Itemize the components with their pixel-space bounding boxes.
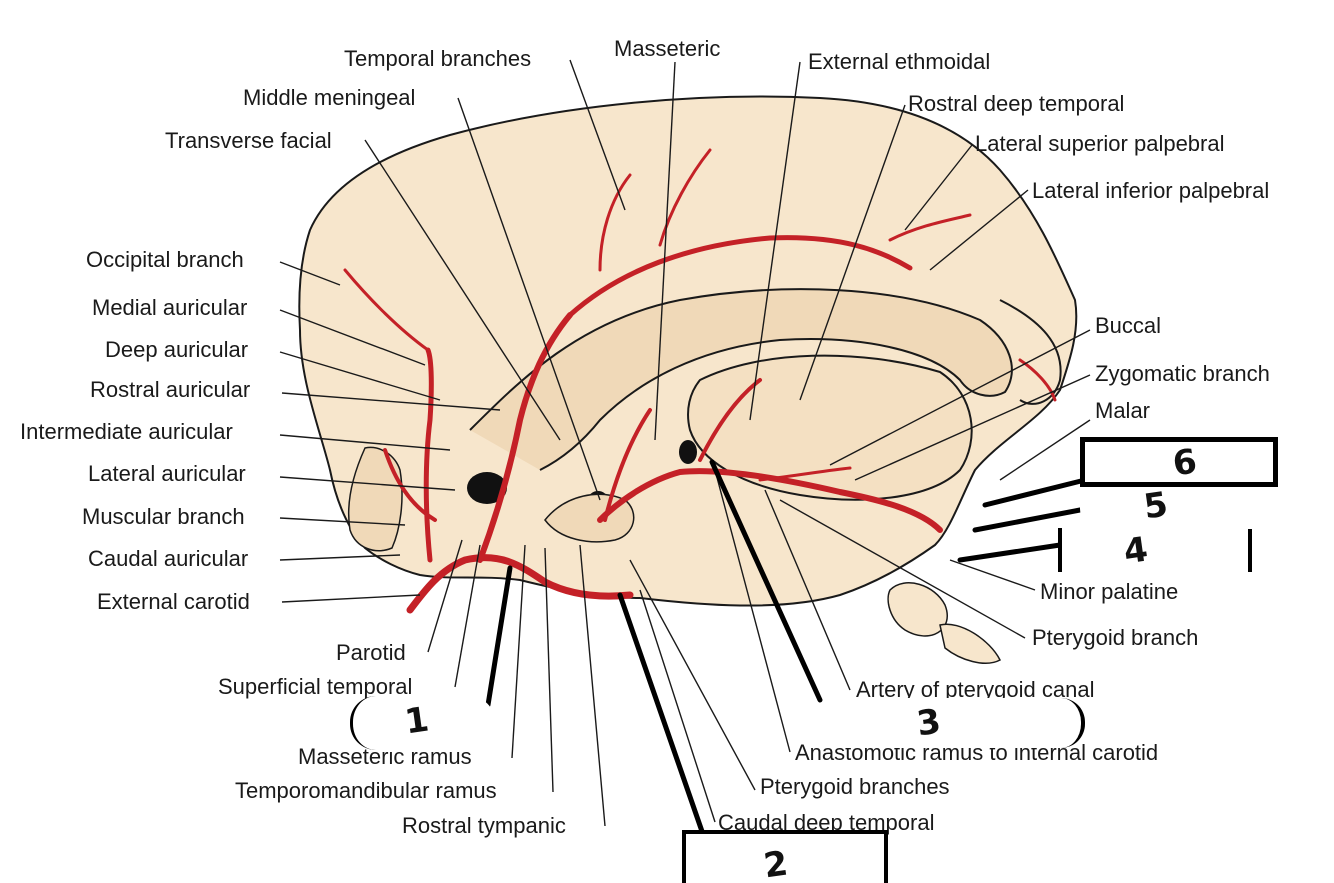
blank-box-6[interactable]: 6 [1080, 437, 1278, 487]
label-parotid: Parotid [336, 640, 406, 665]
occipital-branch [343, 268, 430, 352]
blank-box-3[interactable]: 3 [817, 698, 1085, 748]
caudal-auricular-artery [383, 448, 437, 522]
label-rostral-auricular: Rostral auricular [90, 377, 251, 402]
label-muscular-branch: Muscular branch [82, 504, 245, 529]
blank-pointers [485, 459, 1088, 843]
label-rostral-tympanic: Rostral tympanic [402, 813, 566, 838]
palpebral-artery [888, 213, 972, 242]
blank-number-5: 5 [1141, 484, 1171, 528]
label-zygomatic-branch: Zygomatic branch [1095, 361, 1270, 386]
label-artery-of-pterygoid-canal: Artery of pterygoid canal [856, 677, 1095, 702]
rostrum [999, 299, 1062, 405]
palate-fragment-2 [939, 623, 1001, 664]
label-pterygoid-branches: Pterygoid branches [760, 774, 950, 799]
blank-box-5[interactable]: 5 [1080, 485, 1276, 529]
temporal-arch-artery [567, 235, 913, 318]
blank-number-4: 4 [1121, 529, 1151, 573]
label-deep-auricular: Deep auricular [105, 337, 249, 362]
middle-meningeal-artery [603, 408, 652, 522]
label-buccal: Buccal [1095, 313, 1162, 338]
label-lateral-inferior-palpebral: Lateral inferior palpebral [1032, 178, 1270, 203]
label-masseteric-ramus: Masseteric ramus [298, 744, 472, 769]
deep-temporal-artery [698, 378, 762, 462]
label-pterygoid-branch: Pterygoid branch [1032, 625, 1199, 650]
label-rostral-deep-temporal: Rostral deep temporal [908, 91, 1125, 116]
temporal-branch-1 [598, 173, 632, 272]
superficial-temporal-artery [477, 312, 573, 563]
label-intermediate-auricular: Intermediate auricular [20, 419, 233, 444]
label-malar: Malar [1095, 398, 1151, 423]
label-lateral-auricular: Lateral auricular [88, 461, 246, 486]
malar-artery [1018, 358, 1057, 402]
label-minor-palatine: Minor palatine [1040, 579, 1179, 604]
blank-number-6: 6 [1170, 441, 1200, 485]
blank-number-2: 2 [761, 843, 791, 883]
label-lateral-superior-palpebral: Lateral superior palpebral [975, 131, 1225, 156]
label-middle-meningeal: Middle meningeal [243, 85, 416, 110]
label-temporal-branches: Temporal branches [344, 46, 532, 71]
label-transverse-facial: Transverse facial [165, 128, 332, 153]
auricle [347, 446, 403, 552]
label-external-ethmoidal: External ethmoidal [808, 49, 991, 74]
label-caudal-auricular: Caudal auricular [88, 546, 249, 571]
blank-box-4[interactable]: 4 [1058, 528, 1252, 572]
foramen-b [679, 440, 697, 464]
blank-number-3: 3 [914, 701, 944, 745]
label-occipital-branch: Occipital branch [86, 247, 244, 272]
label-external-carotid: External carotid [97, 589, 250, 614]
blank-box-2[interactable]: 2 [682, 830, 888, 883]
label-superficial-temporal: Superficial temporal [218, 674, 413, 699]
occipital-artery [423, 347, 434, 563]
external-carotid-artery [406, 554, 634, 614]
blank-box-1[interactable]: 1 [350, 696, 495, 750]
blank-number-1: 1 [402, 699, 432, 743]
leader-lines [279, 59, 1091, 827]
maxillary-artery [597, 468, 943, 533]
label-caudal-deep-temporal: Caudal deep temporal [718, 810, 935, 835]
label-masseteric: Masseteric [614, 36, 721, 61]
buccal-artery [758, 466, 852, 482]
external-acoustic-meatus [467, 472, 507, 504]
palate-fragment [887, 582, 948, 637]
label-temporomandibular-ramus: Temporomandibular ramus [235, 778, 497, 803]
arteries [343, 148, 1057, 614]
orbit [687, 354, 973, 501]
zygomatic-arch [469, 288, 1013, 471]
temporal-branch-2 [658, 148, 712, 247]
label-medial-auricular: Medial auricular [92, 295, 248, 320]
